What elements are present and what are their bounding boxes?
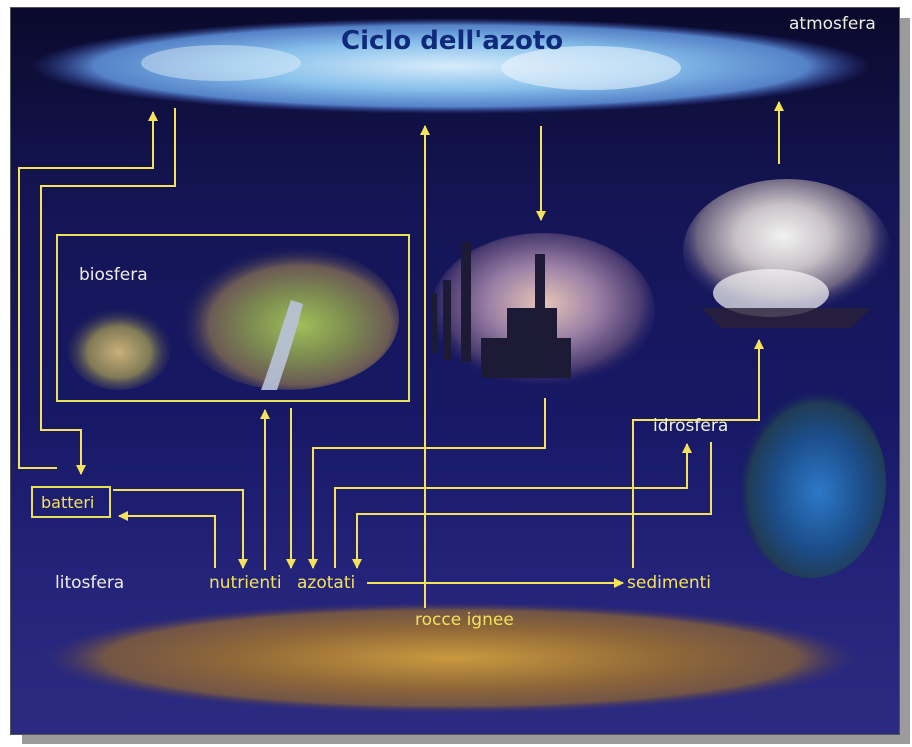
page-title: Ciclo dell'azoto <box>341 26 563 56</box>
label-atmosfera: atmosfera <box>789 14 876 34</box>
label-azotati: azotati <box>297 573 355 593</box>
horse-image <box>67 306 171 390</box>
label-nutrienti: nutrienti <box>209 573 282 593</box>
label-sedimenti: sedimenti <box>627 573 711 593</box>
label-batteri: batteri <box>41 493 94 512</box>
cloud <box>141 45 301 81</box>
label-rocce-ignee: rocce ignee <box>415 610 514 630</box>
label-biosfera: biosfera <box>79 265 148 285</box>
label-idrosfera: idrosfera <box>653 416 728 436</box>
label-litosfera: litosfera <box>55 573 124 593</box>
ground <box>701 308 871 328</box>
diagram-frame: Ciclo dell'azoto atmosfera biosfera idro… <box>10 7 900 735</box>
batteri-box: batteri <box>31 486 111 518</box>
